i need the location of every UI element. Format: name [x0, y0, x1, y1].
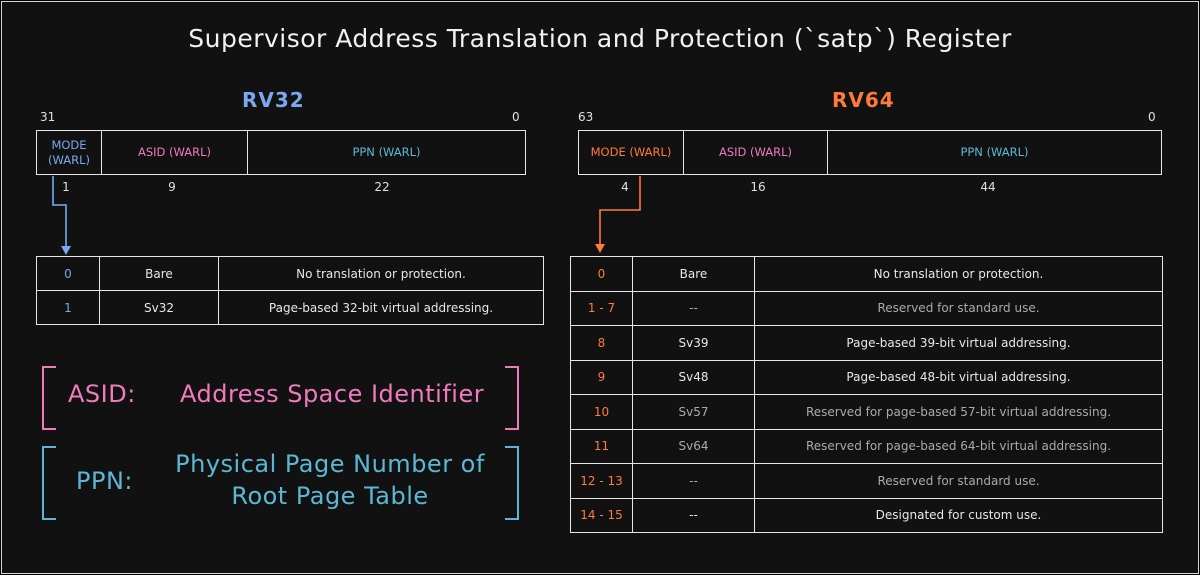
rv32-mode-width: 1	[62, 180, 70, 194]
diagram-title: Supervisor Address Translation and Prote…	[188, 24, 1012, 53]
rv64-mode-label: MODE (WARL)	[590, 145, 672, 160]
rv32-asid-label: ASID (WARL)	[137, 145, 212, 160]
table-row: 1 - 7--Reserved for standard use.	[570, 290, 1163, 326]
asid-bracket-left	[42, 366, 56, 430]
rv32-bit-high: 31	[40, 110, 56, 124]
rv64-register: MODE (WARL) ASID (WARL) PPN (WARL)	[578, 130, 1162, 175]
rv64-ppn-label: PPN (WARL)	[960, 145, 1029, 160]
mode-value: 1 - 7	[570, 290, 633, 326]
rv32-mode-table: 0 Bare No translation or protection. 1 S…	[36, 256, 544, 325]
mode-value: 11	[570, 428, 633, 464]
mode-value: 12 - 13	[570, 463, 633, 499]
asid-definition: Address Space Identifier	[180, 380, 485, 408]
mode-name: Bare	[99, 256, 219, 291]
mode-value: 10	[570, 394, 633, 430]
asid-abbreviation: ASID:	[68, 380, 136, 408]
mode-description: Reserved for standard use.	[754, 290, 1163, 326]
mode-name: Bare	[632, 256, 755, 292]
ppn-definition-line1: Physical Page Number of	[175, 450, 485, 478]
rv32-ppn-label: PPN (WARL)	[352, 145, 421, 160]
rv32-mode-warl: (WARL)	[48, 152, 90, 167]
rv64-arrow-head	[595, 244, 605, 253]
table-row: 1 Sv32 Page-based 32-bit virtual address…	[36, 290, 544, 325]
rv64-asid-width: 16	[750, 180, 766, 194]
mode-description: Page-based 39-bit virtual addressing.	[754, 325, 1163, 361]
rv32-asid-width: 9	[168, 180, 176, 194]
rv32-bit-low: 0	[512, 110, 520, 124]
mode-description: No translation or protection.	[218, 256, 544, 291]
rv64-field-mode: MODE (WARL)	[579, 131, 683, 174]
mode-value: 8	[570, 325, 633, 361]
ppn-bracket-left	[42, 446, 56, 520]
mode-name: Sv39	[632, 325, 755, 361]
rv64-bit-high: 63	[578, 110, 594, 124]
mode-value: 0	[36, 256, 100, 291]
mode-description: No translation or protection.	[754, 256, 1163, 292]
rv64-mode-arrow	[599, 176, 641, 248]
rv32-field-asid: ASID (WARL)	[101, 131, 247, 174]
rv64-bit-low: 0	[1148, 110, 1156, 124]
rv64-field-asid: ASID (WARL)	[683, 131, 827, 174]
mode-name: --	[632, 463, 755, 499]
rv32-mode-arrow	[52, 176, 67, 250]
ppn-definition-line2: Root Page Table	[231, 482, 429, 510]
mode-value: 14 - 15	[570, 497, 633, 533]
table-row: 14 - 15--Designated for custom use.	[570, 497, 1163, 533]
mode-name: --	[632, 497, 755, 533]
mode-value: 0	[570, 256, 633, 292]
mode-value: 9	[570, 359, 633, 395]
mode-name: Sv57	[632, 394, 755, 430]
rv64-mode-width: 4	[621, 180, 629, 194]
rv32-field-mode: MODE (WARL)	[37, 131, 101, 174]
rv64-ppn-width: 44	[980, 180, 996, 194]
rv32-label: RV32	[242, 88, 305, 112]
rv32-mode-label: MODE	[51, 137, 87, 152]
mode-description: Reserved for standard use.	[754, 463, 1163, 499]
ppn-bracket-right	[505, 446, 519, 520]
rv32-ppn-width: 22	[374, 180, 390, 194]
mode-name: Sv64	[632, 428, 755, 464]
rv64-field-ppn: PPN (WARL)	[827, 131, 1161, 174]
rv32-arrow-head	[61, 246, 71, 255]
ppn-abbreviation: PPN:	[76, 467, 133, 495]
rv64-asid-label: ASID (WARL)	[718, 145, 793, 160]
mode-name: --	[632, 290, 755, 326]
mode-description: Page-based 48-bit virtual addressing.	[754, 359, 1163, 395]
asid-bracket-right	[505, 366, 519, 430]
rv32-register: MODE (WARL) ASID (WARL) PPN (WARL)	[36, 130, 526, 175]
mode-name: Sv32	[99, 290, 219, 325]
table-row: 12 - 13--Reserved for standard use.	[570, 463, 1163, 499]
mode-value: 1	[36, 290, 100, 325]
table-row: 0 Bare No translation or protection.	[36, 256, 544, 291]
rv64-label: RV64	[832, 88, 895, 112]
mode-description: Page-based 32-bit virtual addressing.	[218, 290, 544, 325]
mode-description: Reserved for page-based 64-bit virtual a…	[754, 428, 1163, 464]
rv32-field-ppn: PPN (WARL)	[247, 131, 525, 174]
mode-description: Reserved for page-based 57-bit virtual a…	[754, 394, 1163, 430]
mode-description: Designated for custom use.	[754, 497, 1163, 533]
mode-name: Sv48	[632, 359, 755, 395]
